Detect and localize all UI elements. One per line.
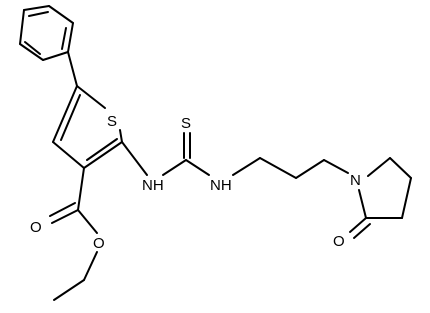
- atom-o-lactam: O: [333, 233, 345, 250]
- bond: [349, 217, 367, 233]
- bond: [389, 157, 412, 179]
- bond: [67, 51, 78, 87]
- bond: [401, 177, 412, 219]
- bond: [83, 251, 98, 281]
- bond: [77, 209, 98, 234]
- bond: [232, 157, 261, 176]
- bond: [162, 159, 187, 176]
- atom-s-ring: S: [107, 113, 117, 130]
- atom-labels: S S NH NH N O O O: [30, 113, 361, 252]
- atom-s-thiocarbonyl: S: [181, 115, 191, 132]
- atom-o-carbonyl: O: [30, 219, 42, 236]
- phenyl-ring: [19, 5, 74, 61]
- bonds: [19, 5, 412, 301]
- thiourea-group: [121, 132, 210, 176]
- bond-double-inner: [353, 223, 371, 239]
- bond: [259, 157, 297, 179]
- thiophene-ring: [52, 85, 123, 169]
- bond-double-inner: [49, 202, 76, 217]
- pyrrolidinone-ring: [349, 157, 412, 239]
- propyl-chain: [232, 157, 349, 179]
- bond: [323, 159, 349, 174]
- atom-nh-left: NH: [142, 177, 164, 194]
- bond-double-inner: [60, 94, 81, 141]
- atom-o-ester: O: [93, 235, 105, 252]
- bond: [358, 189, 367, 219]
- bond: [67, 22, 74, 53]
- atom-n-ring: N: [350, 172, 361, 189]
- bond: [19, 9, 25, 45]
- bond-double-inner: [61, 27, 67, 50]
- bond: [52, 141, 85, 169]
- bond: [185, 159, 210, 176]
- bond-double-inner: [86, 138, 118, 161]
- bond-double-inner: [28, 11, 49, 17]
- bond: [52, 85, 78, 143]
- atom-nh-right: NH: [210, 177, 232, 194]
- bond: [76, 85, 106, 109]
- bond-double-inner: [24, 41, 41, 55]
- bond: [83, 141, 123, 169]
- ester-group: [49, 167, 98, 301]
- bond: [77, 167, 85, 211]
- bond: [53, 279, 85, 301]
- bond: [295, 159, 325, 179]
- bond: [119, 129, 123, 143]
- bond: [121, 141, 148, 176]
- bond: [42, 51, 69, 61]
- bond: [367, 157, 391, 177]
- bond: [48, 5, 74, 24]
- bond: [51, 209, 79, 224]
- bond: [23, 5, 50, 11]
- bond: [19, 43, 44, 61]
